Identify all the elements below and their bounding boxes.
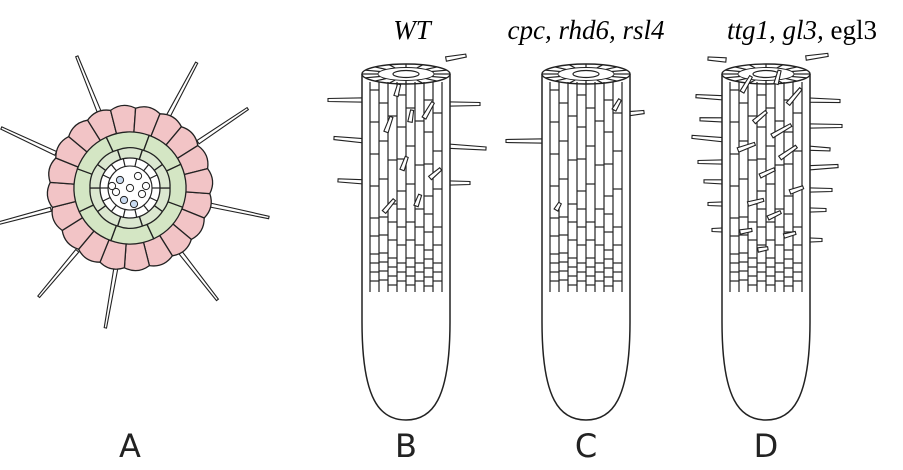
root-body-d [722,64,810,420]
root-hair [806,124,842,128]
genotype-label-d: ttg1, gl3, egl3 [727,15,877,45]
stele-cell [138,190,145,197]
stele-cell [120,196,127,203]
root-body-c [542,64,630,420]
root-hair [1,127,57,155]
stele-cell [130,200,137,207]
panel-label-b: B [395,427,417,465]
genotype-label-b: WT [393,15,432,45]
root-hair [446,144,486,150]
root-hair [806,98,840,103]
root-hair [0,207,51,226]
root-diagram-cpc [506,64,644,420]
root-hair [104,268,118,328]
root-hair [210,203,269,219]
panel-label-d: D [754,427,779,465]
root-hair [692,135,726,142]
root-hair [76,56,101,113]
root-hair [167,62,198,116]
root-hair [328,98,366,102]
root-cross-section [0,56,269,328]
root-diagram-ttg1 [692,53,842,420]
stele-cell [126,184,133,191]
root-hair [446,54,467,61]
stele-cut [393,71,419,78]
stele-cell [134,172,141,179]
stele-cell [116,176,123,183]
root-diagram-wt [328,54,486,420]
stele-cell [108,182,115,189]
root-hair [506,139,546,143]
root-hair [179,251,219,300]
stele-cut [753,71,779,78]
root-hair [446,102,480,106]
stele-cell [142,182,149,189]
panel-label-c: C [575,427,597,465]
root-hair [197,108,249,144]
stele [100,158,160,218]
genotype-label-c: cpc, rhd6, rsl4 [507,15,664,45]
root-body-b [362,64,450,420]
stele-cut [573,71,599,78]
root-hair [38,250,79,298]
panel-label-a: A [119,427,141,465]
root-hair [708,57,726,62]
root-hair [806,53,829,60]
